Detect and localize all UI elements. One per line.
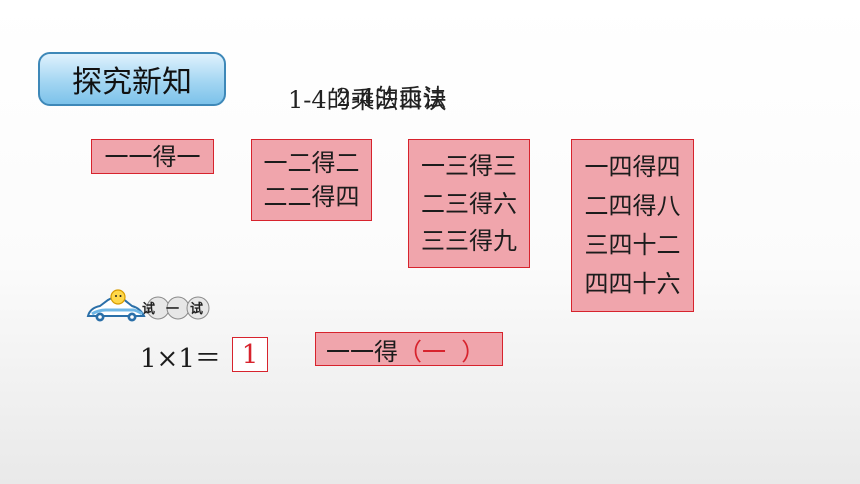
answer-value: 1 [241, 339, 259, 370]
car-try-icon: 试一试 [86, 289, 212, 322]
rhyme-item: 一四得四 [584, 153, 681, 181]
equation-text: 1×1＝ [140, 344, 221, 374]
try-icon-label: 试一试 [142, 301, 212, 317]
rhyme-answer: 一 [422, 337, 446, 366]
rhyme-item: 一三得三 [421, 151, 517, 180]
rhyme-column-1: 一一得一 [91, 139, 214, 174]
rhyme-prefix: 一一得 [326, 337, 398, 366]
rhyme-item: 二三得六 [421, 189, 517, 218]
rhyme-open-paren: （ [398, 337, 422, 366]
section-badge-label: 探究新知 [72, 65, 192, 100]
rhyme-column-3: 一三得三 二三得六 三三得九 [408, 139, 530, 268]
rhyme-column-2: 一二得二 二二得四 [251, 139, 372, 221]
answer-box: 1 [232, 337, 268, 372]
section-badge: 探究新知 [38, 52, 226, 106]
page-title-overlap: 2-4的乘法 [336, 84, 447, 112]
rhyme-item: 一二得二 [263, 148, 360, 177]
rhyme-item: 一一得一 [104, 142, 201, 171]
rhyme-close-paren: ） [446, 337, 486, 366]
rhyme-item: 二二得四 [263, 183, 360, 212]
rhyme-item: 三三得九 [421, 227, 517, 256]
rhyme-item: 四四十六 [584, 270, 681, 298]
rhyme-answer-box: 一一得 （ 一 ） [315, 332, 503, 366]
rhyme-item: 三四十二 [584, 231, 681, 259]
rhyme-item: 二四得八 [584, 192, 681, 220]
page-title: 1-4的乘法口诀 [288, 86, 447, 114]
rhyme-column-4: 一四得四 二四得八 三四十二 四四十六 [571, 139, 694, 312]
